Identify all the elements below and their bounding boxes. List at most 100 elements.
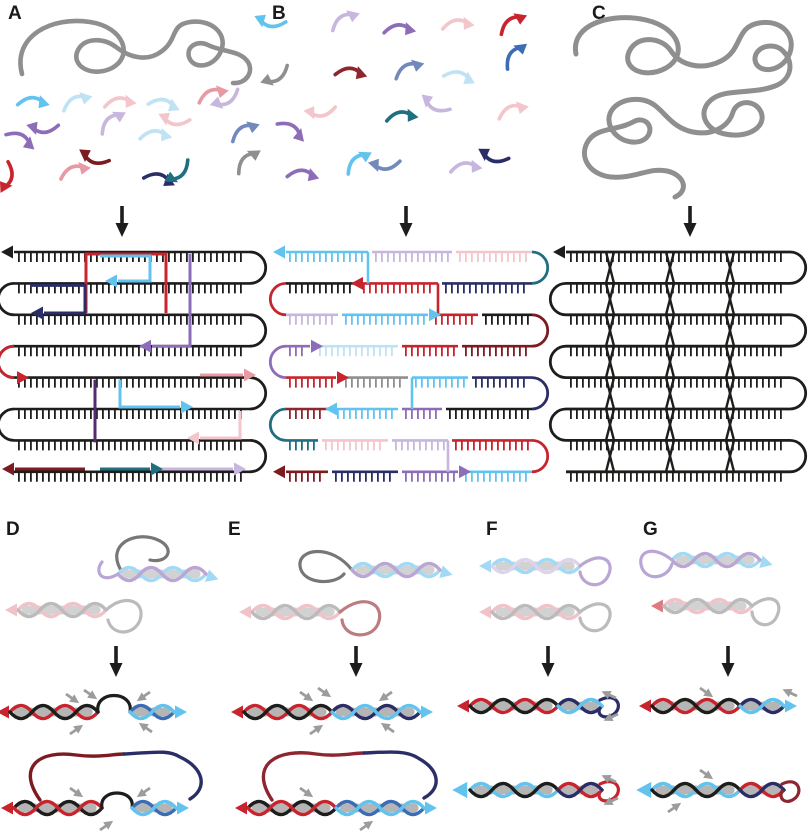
folding-arrow-icon xyxy=(681,204,699,239)
staple-arrow-icon xyxy=(326,4,365,33)
staple-arrow-icon xyxy=(102,90,140,114)
loop-strand xyxy=(338,600,382,637)
strand-arrowhead-icon xyxy=(759,555,775,572)
panel-e xyxy=(231,549,455,833)
double-helix xyxy=(492,560,580,573)
loop-strand xyxy=(298,549,354,584)
staple-arrow-icon xyxy=(226,115,265,144)
staple-arrow-icon xyxy=(275,112,312,149)
tile-turn xyxy=(268,281,288,317)
strand-arrowhead-icon xyxy=(239,605,251,619)
nick-arrow-icon xyxy=(374,686,396,707)
strand-arrowhead-icon xyxy=(5,603,17,617)
tile-crossovers xyxy=(366,252,450,472)
staple-arrow-icon xyxy=(93,104,132,136)
tile-turn xyxy=(530,438,550,474)
nick-arrow-icon xyxy=(66,782,88,803)
origami-raster-a xyxy=(0,245,268,482)
staple-arrow-icon xyxy=(496,36,534,71)
double-helix xyxy=(118,568,206,581)
staple-arrow-icon xyxy=(415,86,452,123)
staple-arrow-icon xyxy=(493,7,532,37)
staple-arrow-icon xyxy=(339,144,378,176)
staple-arrow-icon xyxy=(255,63,294,92)
strand-arrowhead-icon xyxy=(205,569,221,586)
nick-arrow-icon xyxy=(96,815,118,833)
nick-arrow-icon xyxy=(296,686,318,707)
panel-label-e: E xyxy=(228,519,241,540)
nick-arrow-icon xyxy=(296,782,318,803)
nick-arrow-icon xyxy=(376,717,398,738)
loop-strand xyxy=(750,597,781,627)
staple-arrow-icon xyxy=(364,152,402,178)
double-helix xyxy=(492,606,580,619)
strand-arrowhead-icon xyxy=(457,699,469,713)
staple-arrow-icon xyxy=(384,104,422,128)
staple-arrow-icon xyxy=(249,6,288,38)
nick-arrow-icon xyxy=(314,682,336,703)
tile-turn xyxy=(268,344,288,380)
panel-d xyxy=(0,535,221,833)
product1-g xyxy=(639,682,801,713)
scaffold-turn xyxy=(248,438,268,474)
strand-arrowhead-icon xyxy=(177,801,189,815)
panel-b xyxy=(249,4,550,482)
double-helix xyxy=(740,784,784,797)
double-helix xyxy=(252,606,340,619)
scaffold-end-arrow-icon xyxy=(1,245,13,259)
scaffold-turn xyxy=(248,313,268,348)
reactants-d xyxy=(5,535,221,634)
long-strand-squiggle xyxy=(573,15,794,200)
loop-strand xyxy=(115,535,170,574)
tile-arrowhead-icon xyxy=(273,245,285,259)
double-helix xyxy=(664,600,752,613)
double-helix xyxy=(558,700,602,713)
nick-arrow-icon xyxy=(696,764,718,785)
nick-arrow-icon xyxy=(132,782,154,803)
unimolecular-raster-c xyxy=(548,245,808,482)
tile-arrowhead-icon xyxy=(337,371,349,385)
double-helix xyxy=(248,802,336,815)
strand-arrowhead-icon xyxy=(1,801,13,815)
assembly-arrow-icon xyxy=(113,204,131,239)
double-helix xyxy=(10,706,98,719)
strand-arrowhead-icon xyxy=(452,781,468,799)
staple-pool-a xyxy=(0,81,267,198)
staple-arrow-icon xyxy=(333,58,372,86)
nick-arrow-icon xyxy=(664,797,686,818)
staple-arrow-icon xyxy=(138,122,176,148)
reactants-e xyxy=(239,549,455,637)
displaced-loop xyxy=(100,791,134,810)
staple-arrow-icon xyxy=(0,159,24,198)
strand-arrowhead-icon xyxy=(479,559,491,573)
double-helix xyxy=(332,706,420,719)
tile-arrowhead-icon xyxy=(325,402,337,416)
panel-c xyxy=(548,15,808,482)
panel-label-g: G xyxy=(643,519,658,540)
scaffold-turn xyxy=(0,407,16,442)
double-helix xyxy=(130,706,174,719)
loop-strand xyxy=(578,602,612,633)
product2-g xyxy=(636,764,801,818)
tile-arrowhead-icon xyxy=(351,276,363,290)
strand-arrowhead-icon xyxy=(175,705,187,719)
product1-f xyxy=(457,685,622,727)
strand-arrowhead-icon xyxy=(439,565,455,582)
strand-arrowhead-icon xyxy=(785,699,797,713)
double-helix xyxy=(740,700,784,713)
panel-label-b: B xyxy=(272,3,286,24)
staple-routes-a xyxy=(15,252,243,471)
nick-arrow-icon xyxy=(66,719,88,740)
double-helix xyxy=(672,554,760,567)
panel-g xyxy=(636,551,801,818)
strand-end-arrow-icon xyxy=(553,245,565,259)
staple-arrow-icon xyxy=(229,142,267,176)
reaction-arrow-icon xyxy=(539,644,557,679)
nick-arrow-icon xyxy=(134,717,156,738)
staple-arrow-icon xyxy=(390,54,429,81)
double-helix xyxy=(470,784,558,797)
strand-arrowhead-icon xyxy=(651,599,663,613)
tile-raster-b xyxy=(268,245,550,482)
